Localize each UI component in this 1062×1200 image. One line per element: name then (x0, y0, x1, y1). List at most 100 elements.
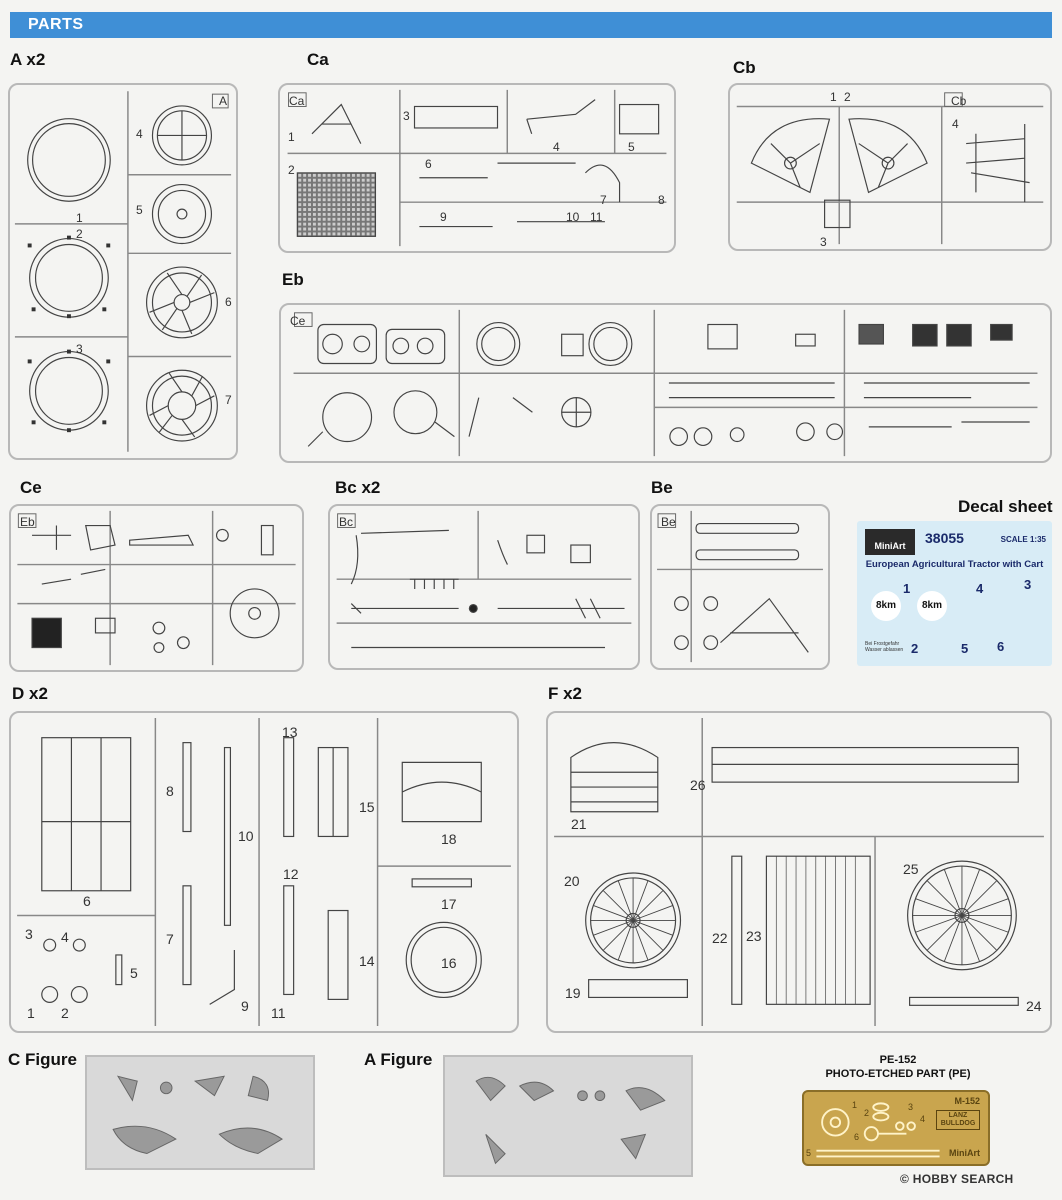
sprue-a-label: A x2 (10, 50, 46, 69)
pe-fret-drawing (816, 1102, 940, 1158)
sprue-f-num-19: 19 (565, 985, 581, 1001)
sprue-f-num-21: 21 (571, 816, 587, 832)
decal-km-2: 8km (917, 591, 947, 621)
a-figure-drawing (475, 1076, 666, 1165)
sprue-ca-num-1: 1 (288, 130, 295, 144)
sprue-f: 26 21 20 22 23 25 19 24 (546, 711, 1052, 1033)
sprue-f-num-24: 24 (1026, 998, 1042, 1014)
sprue-a-num-5: 5 (136, 203, 143, 217)
a-figure-sprue (443, 1055, 693, 1177)
sprue-ca-num-2: 2 (288, 163, 295, 177)
sprue-d-num-12: 12 (283, 866, 299, 882)
sprue-ca: Ca 1 2 3 4 5 6 7 8 9 10 11 (278, 83, 676, 253)
decal-sheet-label: Decal sheet (958, 497, 1053, 516)
sprue-cb-drawing (736, 92, 1044, 245)
c-figure-label: C Figure (8, 1050, 77, 1069)
sprue-d-num-4: 4 (61, 929, 69, 945)
decal-title: European Agricultural Tractor with Cart (865, 559, 1044, 570)
sprue-ca-num-6: 6 (425, 157, 432, 171)
sprue-bc-tag: Bc (339, 515, 354, 529)
parts-header: PARTS (10, 12, 1052, 38)
sprue-cb-tag: Cb (951, 94, 967, 108)
pe-title-line2: PHOTO-ETCHED PART (PE) (825, 1068, 971, 1080)
sprue-eb-tag: Ce (290, 314, 306, 328)
decal-code: 38055 (925, 530, 964, 546)
decal-num-6: 6 (997, 639, 1005, 654)
sprue-ce-label: Ce (20, 478, 42, 497)
sprue-a-num-4: 4 (136, 127, 143, 141)
sprue-ca-label: Ca (307, 50, 329, 69)
sprue-d-num-13: 13 (282, 724, 298, 740)
a-figure-label: A Figure (364, 1050, 433, 1069)
sprue-eb: Ce (279, 303, 1052, 463)
sprue-d-num-7: 7 (166, 931, 174, 947)
sprue-ca-num-10: 10 (566, 210, 580, 224)
sprue-cb-num-3: 3 (820, 235, 827, 249)
pe-brand: MiniArt (949, 1148, 980, 1158)
decal-brand-logo: MiniArt (865, 529, 915, 555)
sprue-f-num-20: 20 (564, 873, 580, 889)
pe-title: PE-152 PHOTO-ETCHED PART (PE) (818, 1053, 978, 1081)
sprue-a-num-7: 7 (225, 393, 232, 407)
sprue-cb-num-2: 2 (844, 90, 851, 104)
c-figure-drawing (112, 1075, 283, 1155)
sprue-f-num-26: 26 (690, 777, 706, 793)
decal-num-3: 3 (1024, 577, 1032, 592)
sprue-d-num-17: 17 (441, 896, 457, 912)
sprue-be-label: Be (651, 478, 673, 497)
sprue-ca-num-3: 3 (403, 109, 410, 123)
sprue-d-num-11: 11 (271, 1005, 286, 1021)
sprue-ca-num-11: 11 (590, 210, 603, 224)
sprue-ca-num-7: 7 (600, 193, 607, 207)
sprue-d-num-9: 9 (241, 998, 249, 1014)
decal-num-1: 1 (903, 581, 911, 596)
sprue-a-drawing (14, 91, 232, 452)
sprue-a: A 4 5 6 7 1 2 3 (8, 83, 238, 460)
sprue-ce: Eb (9, 504, 304, 672)
sprue-eb-drawing (293, 309, 1038, 457)
pe-num-2: 2 (864, 1108, 870, 1118)
sprue-bc: Bc (328, 504, 640, 670)
sprue-d-num-2: 2 (61, 1005, 69, 1021)
sprue-f-label: F x2 (548, 684, 583, 703)
pe-plate: LANZ BULLDOG (936, 1110, 980, 1130)
decal-scale: SCALE 1:35 (1000, 535, 1046, 544)
c-figure-sprue (85, 1055, 315, 1170)
pe-code: M-152 (954, 1096, 980, 1106)
sprue-a-num-3: 3 (76, 342, 83, 356)
pe-num-5: 5 (806, 1148, 812, 1158)
sprue-d-num-10: 10 (238, 828, 254, 844)
sprue-be-tag: Be (661, 515, 676, 529)
sprue-d-num-8: 8 (166, 783, 174, 799)
sprue-a-num-6: 6 (225, 295, 232, 309)
sprue-eb-label: Eb (282, 270, 304, 289)
sprue-d-label: D x2 (12, 684, 48, 703)
sprue-d-num-15: 15 (359, 799, 375, 815)
sprue-d-num-6: 6 (83, 893, 91, 909)
parts-header-title: PARTS (28, 16, 84, 33)
sprue-be-drawing (657, 510, 823, 663)
decal-num-2: 2 (911, 641, 919, 656)
sprue-ca-num-9: 9 (440, 210, 447, 224)
sprue-a-tag: A (219, 94, 228, 108)
decal-num-5: 5 (961, 641, 969, 656)
sprue-bc-drawing (336, 510, 632, 649)
pe-num-3: 3 (908, 1102, 914, 1112)
sprue-ca-num-5: 5 (628, 140, 635, 154)
sprue-cb: Cb 1 2 3 4 (728, 83, 1052, 251)
sprue-d-num-14: 14 (359, 953, 375, 969)
sprue-ce-drawing (17, 510, 296, 666)
sprue-f-num-22: 22 (712, 930, 728, 946)
photo-etched-fret: M-152 LANZ BULLDOG MiniArt 1 2 3 4 5 6 (802, 1090, 990, 1166)
watermark: © HOBBY SEARCH (900, 1172, 1014, 1186)
sprue-bc-label: Bc x2 (335, 478, 381, 497)
sprue-a-num-1: 1 (76, 211, 83, 225)
sprue-f-num-23: 23 (746, 928, 762, 944)
sprue-d-num-1: 1 (27, 1005, 35, 1021)
sprue-cb-num-1: 1 (830, 90, 837, 104)
sprue-a-num-2: 2 (76, 227, 83, 241)
decal-num-4: 4 (976, 581, 984, 596)
pe-num-1: 1 (852, 1100, 858, 1110)
sprue-d-num-18: 18 (441, 831, 457, 847)
pe-title-line1: PE-152 (879, 1054, 917, 1066)
